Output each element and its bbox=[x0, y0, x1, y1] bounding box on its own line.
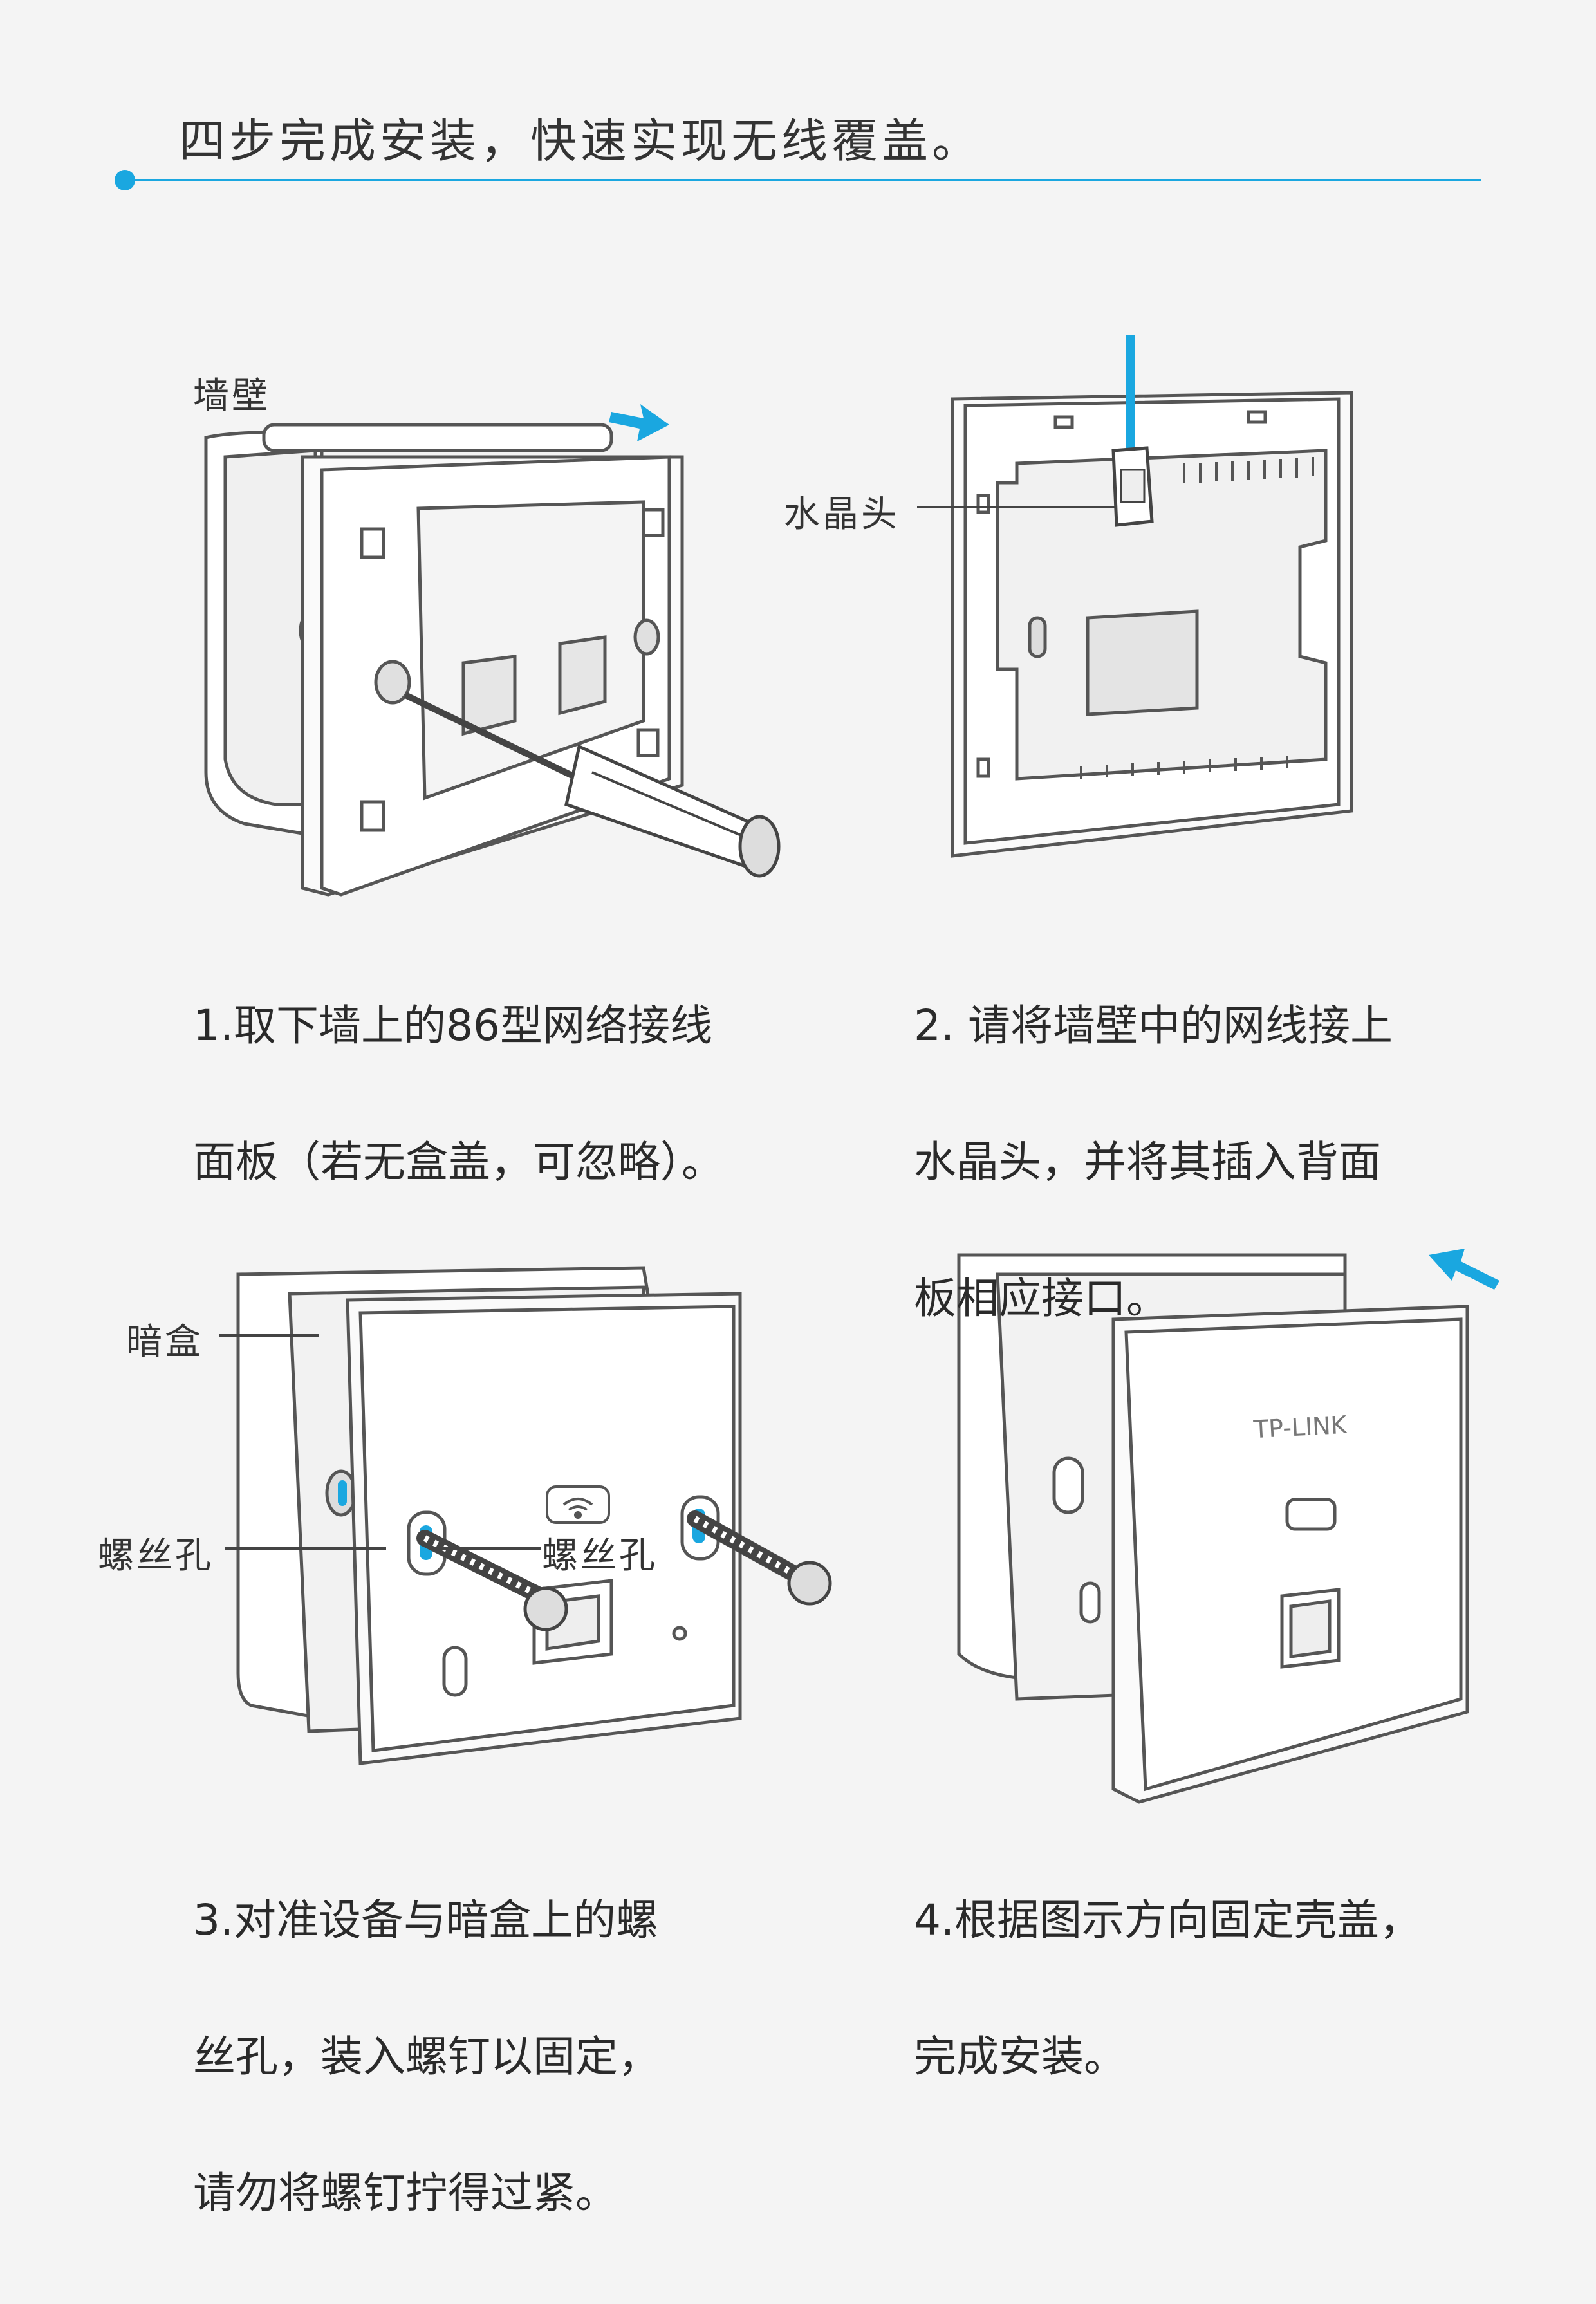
label-rj45-leader bbox=[917, 506, 1117, 508]
vent-slots bbox=[1080, 457, 1314, 779]
step2-caption: 2. 请将墙壁中的网线接上 水晶头，并将其插入背面 板相应接口。 bbox=[914, 924, 1393, 1401]
step2-illustration bbox=[940, 335, 1377, 869]
arrow-right-icon bbox=[609, 404, 669, 441]
step4-caption-line-2: 完成安装。 bbox=[914, 2032, 1126, 2081]
title-rule-line bbox=[129, 179, 1481, 181]
arrow-left-icon bbox=[1429, 1249, 1499, 1290]
step3-illustration bbox=[232, 1255, 849, 1770]
step4-illustration: TP-LINK bbox=[946, 1236, 1512, 1815]
label-rj45: 水晶头 bbox=[784, 494, 900, 535]
label-screw-hole-left: 螺丝孔 bbox=[98, 1535, 214, 1577]
label-screw-hole-center: 螺丝孔 bbox=[542, 1535, 658, 1577]
network-cable-icon bbox=[1111, 335, 1154, 527]
label-backbox-leader bbox=[219, 1334, 319, 1337]
step2-caption-line-2: 水晶头，并将其插入背面 bbox=[914, 1137, 1381, 1187]
step1-caption: 1.取下墙上的86型网络接线 面板（若无盒盖，可忽略）。 bbox=[193, 924, 724, 1265]
step1-caption-line-1: 1.取下墙上的86型网络接线 bbox=[193, 1001, 712, 1050]
step3-caption-line-1: 3.对准设备与暗盒上的螺 bbox=[193, 1895, 658, 1945]
screwdriver-icon bbox=[404, 692, 781, 878]
brand-logo: TP-LINK bbox=[1252, 1411, 1348, 1444]
step2-caption-line-1: 2. 请将墙壁中的网线接上 bbox=[914, 1001, 1393, 1050]
page-title: 四步完成安装，快速实现无线覆盖。 bbox=[179, 114, 983, 168]
wifi-icon bbox=[546, 1485, 610, 1524]
faceplate bbox=[301, 455, 684, 897]
label-wall: 墙壁 bbox=[193, 375, 270, 417]
label-screw-hole-left-leader bbox=[225, 1547, 386, 1550]
cover-plate bbox=[1111, 1305, 1469, 1804]
step3-caption: 3.对准设备与暗盒上的螺 丝孔，装入螺钉以固定， 请勿将螺钉拧得过紧。 bbox=[193, 1818, 660, 2296]
step2-caption-line-3: 板相应接口。 bbox=[914, 1274, 1169, 1323]
step3-caption-line-3: 请勿将螺钉拧得过紧。 bbox=[193, 2168, 618, 2218]
back-panel bbox=[951, 391, 1353, 858]
step4-caption: 4.根据图示方向固定壳盖， 完成安装。 bbox=[914, 1818, 1422, 2159]
step1-caption-line-2: 面板（若无盒盖，可忽略）。 bbox=[193, 1137, 724, 1187]
ap-device bbox=[346, 1292, 742, 1765]
step4-caption-line-1: 4.根据图示方向固定壳盖， bbox=[914, 1895, 1422, 1945]
step3-caption-line-2: 丝孔，装入螺钉以固定， bbox=[193, 2032, 660, 2081]
label-backbox: 暗盒 bbox=[126, 1321, 203, 1363]
step1-illustration bbox=[193, 360, 811, 927]
label-screw-hole-center-leader bbox=[438, 1547, 541, 1550]
